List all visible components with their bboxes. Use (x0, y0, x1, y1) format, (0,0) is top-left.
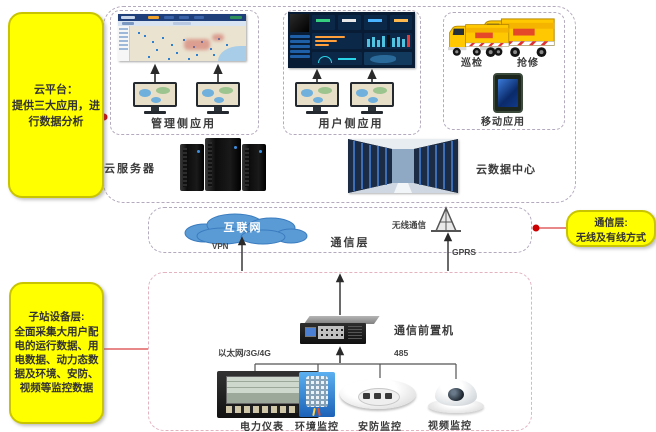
map-layer-panel (118, 26, 130, 61)
management-app-map (118, 26, 246, 61)
map-red-zone-2 (212, 34, 224, 41)
communication-layer-region (148, 207, 532, 253)
inspection-truck (448, 21, 512, 57)
mobile-app-label: 移动应用 (481, 117, 525, 128)
dashboard-gauge-panel (312, 52, 362, 65)
management-monitor-2 (196, 82, 240, 116)
field-app-region (443, 12, 565, 130)
power-meter-buttons (226, 406, 298, 413)
management-monitor-1 (133, 82, 177, 116)
security-detector-device (340, 379, 416, 413)
callout-cloud-platform: 云平台： 提供三大应用，进行数据分析 (8, 12, 104, 198)
user-app-label: 用户侧应用 (318, 118, 384, 130)
cloud-servers (180, 138, 268, 192)
callout-substation-body: 全面采集大用户配电的运行数据、用电数据、动力态数据及环境、安防、视频等监控数据 (14, 325, 99, 395)
callout-substation: 子站设备层: 全面采集大用户配电的运行数据、用电数据、动力态数据及环境、安防、视… (9, 282, 104, 424)
callout-comm-layer-title: 通信层: (594, 217, 628, 229)
power-meter-lcd (226, 376, 300, 404)
management-app-toolbar (118, 21, 246, 26)
cloud-server-label: 云服务器 (104, 163, 156, 175)
dashboard-sidebar (290, 35, 310, 65)
substation-layer-region (148, 272, 532, 431)
internet-cloud: 互联网 (173, 209, 313, 247)
dashboard-photo-tile (290, 14, 309, 32)
map-site-markers (138, 32, 140, 34)
front-end-machine (300, 316, 380, 346)
wireless-comm-label: 无线通信 (392, 220, 427, 230)
dashboard-bar-chart (364, 33, 412, 49)
repair-label: 抢修 (517, 58, 539, 69)
management-app-label: 管理侧应用 (151, 118, 216, 130)
user-app-screenshot (288, 12, 415, 68)
environment-label: 环境监控 (295, 422, 339, 432)
callout-comm-layer: 通信层: 无线及有线方式 (566, 210, 656, 247)
security-label: 安防监控 (358, 422, 402, 432)
video-label: 视频监控 (428, 421, 472, 432)
power-meter-label: 电力仪表 (240, 422, 284, 432)
data-center-image (348, 139, 458, 193)
callout-cloud-platform-body: 提供三大应用，进行数据分析 (12, 100, 100, 128)
internet-label: 互联网 (223, 222, 263, 234)
map-red-zone (184, 39, 210, 50)
front-end-machine-label: 通信前置机 (394, 325, 454, 337)
gprs-label: GPRS (452, 247, 477, 257)
callout-comm-layer-body: 无线及有线方式 (576, 232, 646, 244)
management-app-header (118, 14, 246, 21)
dashboard-rank-panel (312, 33, 362, 49)
comm-layer-label: 通信层 (330, 237, 370, 249)
wireless-antenna-icon (428, 205, 464, 240)
user-app-region (283, 10, 421, 135)
user-monitor-2 (350, 82, 394, 116)
inspection-label: 巡检 (461, 58, 483, 69)
vpn-label: VPN (212, 242, 229, 251)
user-monitor-1 (295, 82, 339, 116)
callout-substation-title: 子站设备层: (28, 311, 85, 324)
video-camera-device (428, 380, 484, 413)
environment-sensor-device (299, 372, 335, 417)
callout-cloud-platform-title: 云平台： (34, 84, 78, 96)
management-app-screenshot (118, 14, 246, 61)
map-water (218, 46, 246, 61)
dashboard-map-panel (364, 52, 412, 65)
ethernet-label: 以太网/3G/4G (218, 348, 271, 358)
rs485-label: 485 (394, 348, 409, 358)
mobile-device (493, 73, 523, 113)
data-center-label: 云数据中心 (476, 164, 536, 176)
management-app-region (110, 10, 259, 135)
